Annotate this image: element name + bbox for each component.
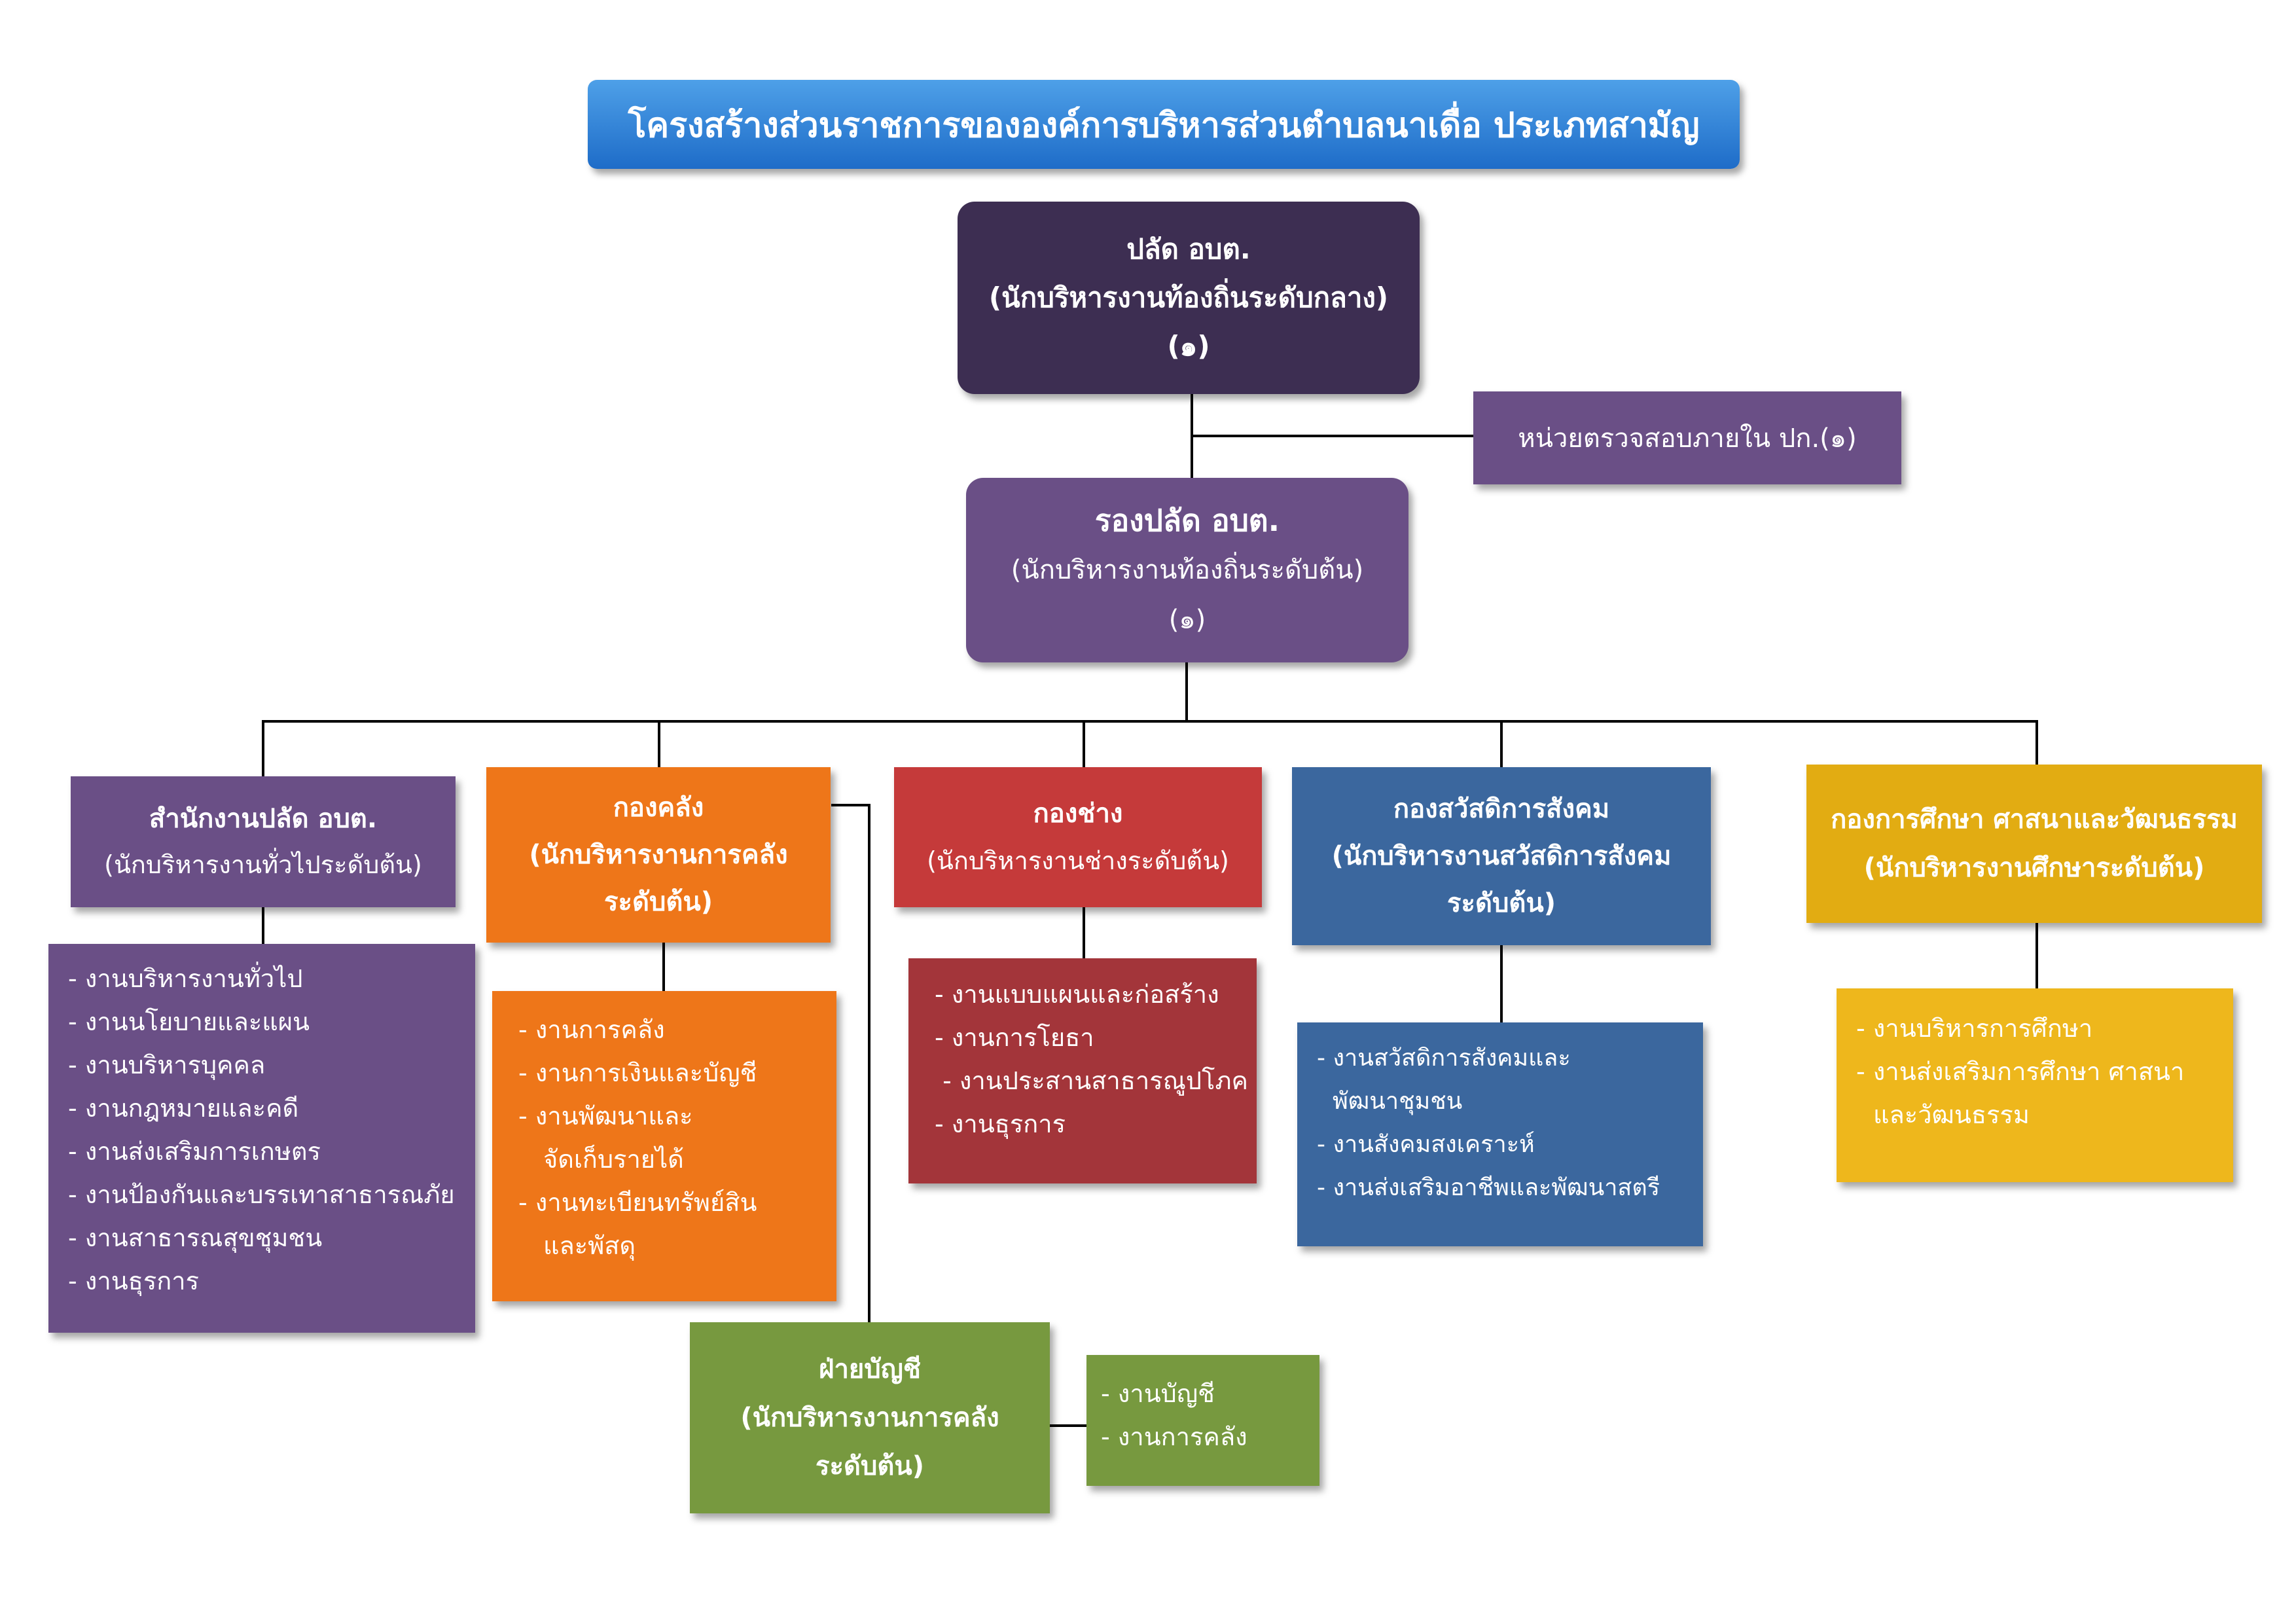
dept-finance-position-line1: (นักบริหารงานการคลัง [529, 840, 788, 870]
list-item: - งานบัญชี [1101, 1379, 1215, 1408]
dept-education-box: กองการศึกษา ศาสนาและวัฒนธรรม (นักบริหารง… [1806, 765, 2262, 923]
connector-dept5-tasks [2036, 923, 2038, 988]
list-item: - งานสวัสดิการสังคมและ [1317, 1045, 1571, 1072]
list-item: - งานบริหารบุคคล [68, 1051, 266, 1079]
dept-engineering-box: กองช่าง (นักบริหารงานช่างระดับต้น) [894, 767, 1262, 907]
dept-finance-tasks: - งานการคลัง - งานการเงินและบัญชี - งานพ… [492, 991, 836, 1301]
connector-accounting-tasks [1050, 1424, 1086, 1427]
dept-finance-box: กองคลัง (นักบริหารงานการคลัง ระดับต้น) [486, 767, 831, 943]
connector-departments-horizontal [262, 720, 2038, 723]
list-item: - งานการโยธา [935, 1023, 1094, 1052]
connector-dept4-tasks [1500, 945, 1503, 1022]
connector-finance-accounting-v [868, 804, 870, 1322]
dept-finance-position-line2: ระดับต้น) [604, 887, 713, 917]
list-item-continued: และวัฒนธรรม [1873, 1100, 2030, 1129]
list-item: - งานทะเบียนทรัพย์สิน [518, 1188, 757, 1217]
list-item: - งานส่งเสริมการเกษตร [68, 1137, 321, 1166]
connector-audit [1191, 435, 1473, 437]
list-item: - งานสาธารณสุขชุมชน [68, 1223, 323, 1252]
list-item: - งานพัฒนาและ [518, 1102, 693, 1130]
dept-office-box: สำนักงานปลัด อบต. (นักบริหารงานทั่วไประด… [71, 776, 456, 907]
dept-office-position: (นักบริหารงานทั่วไประดับต้น) [104, 850, 422, 879]
connector-deputy-down [1185, 662, 1188, 723]
list-item: - งานส่งเสริมอาชีพและพัฒนาสตรี [1317, 1174, 1660, 1201]
deputy-box: รองปลัด อบต. (นักบริหารงานท้องถิ่นระดับต… [966, 478, 1408, 662]
accounting-tasks: - งานบัญชี - งานการคลัง [1086, 1355, 1319, 1486]
dept-office-name: สำนักงานปลัด อบต. [149, 804, 378, 834]
chief-count: (๑) [1167, 330, 1210, 362]
connector-dept1 [262, 720, 264, 776]
list-item: - งานการคลัง [1101, 1422, 1247, 1451]
list-item: - งานบริหารงานทั่วไป [68, 964, 303, 993]
list-item-continued: จัดเก็บรายได้ [543, 1145, 684, 1174]
list-item: - งานการเงินและบัญชี [518, 1058, 757, 1087]
dept-engineering-tasks: - งานแบบแผนและก่อสร้าง - งานการโยธา - งา… [908, 958, 1257, 1183]
deputy-position: (นักบริหารงานท้องถิ่นระดับต้น) [1011, 555, 1364, 585]
dept-engineering-name: กองช่าง [1033, 799, 1123, 829]
chief-position: (นักบริหารงานท้องถิ่นระดับกลาง) [988, 281, 1389, 314]
dept-welfare-position-line1: (นักบริหารงานสวัสดิการสังคม [1331, 841, 1672, 871]
connector-dept2 [658, 720, 660, 767]
dept-finance-name: กองคลัง [613, 793, 704, 823]
connector-dept3 [1083, 720, 1085, 767]
audit-unit-box: หน่วยตรวจสอบภายใน ปก.(๑) [1473, 391, 1901, 484]
list-item: - งานบริหารการศึกษา [1856, 1014, 2093, 1043]
dept-welfare-name: กองสวัสดิการสังคม [1393, 794, 1610, 824]
list-item: - งานธุรการ [935, 1110, 1066, 1138]
audit-unit-label: หน่วยตรวจสอบภายใน ปก.(๑) [1518, 424, 1857, 454]
deputy-name: รองปลัด อบต. [1094, 503, 1280, 538]
accounting-position-line2: ระดับต้น) [816, 1451, 924, 1481]
list-item: - งานนโยบายและแผน [68, 1007, 310, 1036]
dept-welfare-tasks: - งานสวัสดิการสังคมและ พัฒนาชุมชน - งานส… [1297, 1022, 1703, 1246]
connector-dept2-tasks [662, 943, 665, 991]
accounting-name: ฝ่ายบัญชี [819, 1354, 921, 1384]
dept-education-position: (นักบริหารงานศึกษาระดับต้น) [1863, 853, 2205, 883]
page-title: โครงสร้างส่วนราชการขององค์การบริหารส่วนต… [588, 80, 1740, 169]
dept-education-tasks: - งานบริหารการศึกษา - งานส่งเสริมการศึกษ… [1837, 988, 2233, 1182]
connector-finance-accounting-h [831, 804, 870, 806]
dept-welfare-position-line2: ระดับต้น) [1447, 888, 1556, 918]
connector-dept5 [2036, 720, 2038, 765]
connector-dept1-tasks [262, 907, 264, 944]
list-item: - งานแบบแผนและก่อสร้าง [935, 980, 1219, 1009]
dept-office-tasks: - งานบริหารงานทั่วไป - งานนโยบายและแผน -… [48, 944, 475, 1333]
list-item: - งานการคลัง [518, 1015, 665, 1044]
list-item: - งานกฎหมายและคดี [68, 1094, 299, 1123]
list-item-continued: และพัสดุ [543, 1231, 636, 1260]
accounting-position-line1: (นักบริหารงานการคลัง [740, 1403, 999, 1433]
list-item-continued: พัฒนาชุมชน [1333, 1088, 1463, 1115]
connector-dept4 [1500, 720, 1503, 767]
list-item: - งานส่งเสริมการศึกษา ศาสนา [1856, 1057, 2185, 1086]
connector-dept3-tasks [1083, 907, 1085, 958]
chief-box: ปลัด อบต. (นักบริหารงานท้องถิ่นระดับกลาง… [958, 202, 1420, 394]
dept-engineering-position: (นักบริหารงานช่างระดับต้น) [927, 846, 1229, 875]
deputy-count: (๑) [1168, 605, 1206, 635]
list-item: - งานประสานสาธารณูปโภค [935, 1066, 1248, 1095]
dept-education-name: กองการศึกษา ศาสนาและวัฒนธรรม [1831, 804, 2238, 835]
page-title-text: โครงสร้างส่วนราชการขององค์การบริหารส่วนต… [628, 105, 1700, 145]
accounting-box: ฝ่ายบัญชี (นักบริหารงานการคลัง ระดับต้น) [690, 1322, 1050, 1513]
dept-welfare-box: กองสวัสดิการสังคม (นักบริหารงานสวัสดิการ… [1292, 767, 1711, 945]
chief-name: ปลัด อบต. [1126, 233, 1251, 265]
list-item: - งานธุรการ [68, 1267, 200, 1295]
list-item: - งานสังคมสงเคราะห์ [1317, 1131, 1535, 1158]
list-item: - งานป้องกันและบรรเทาสาธารณภัย [68, 1180, 455, 1209]
